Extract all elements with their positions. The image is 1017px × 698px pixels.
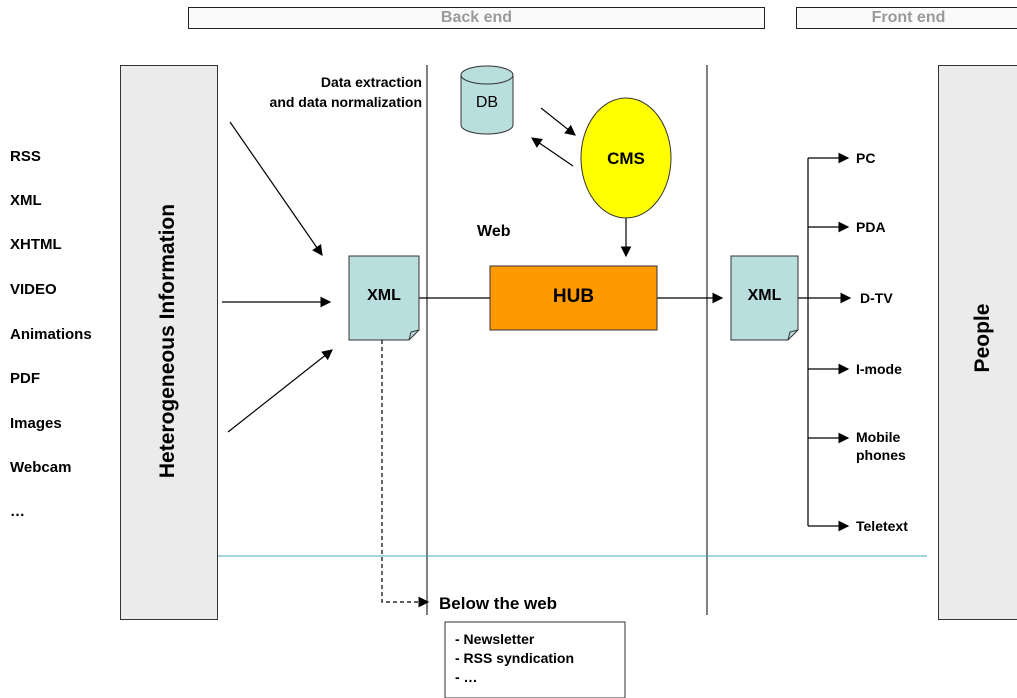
output-pc: PC — [856, 150, 876, 166]
below-web-list: - Newsletter - RSS syndication - … — [455, 630, 574, 687]
arrow-below-web — [381, 340, 430, 608]
arrow-cms-to-db — [531, 137, 574, 167]
xml-doc-right — [730, 255, 799, 341]
output-pda: PDA — [856, 219, 886, 235]
xml-label-left: XML — [367, 287, 401, 304]
front-end-label: Front end — [871, 9, 946, 26]
below-web-item-newsletter: - Newsletter — [455, 631, 535, 647]
back-end-label: Back end — [440, 9, 513, 26]
hub-label: HUB — [552, 286, 595, 307]
output-imode: I-mode — [856, 361, 902, 377]
db-cylinder — [460, 65, 514, 135]
output-teletext: Teletext — [856, 518, 908, 534]
source-webcam: Webcam — [10, 459, 72, 476]
below-web-item-rss: - RSS syndication — [455, 650, 575, 666]
back-end-header: Back end — [188, 7, 765, 29]
arrow-input-lower — [227, 349, 333, 433]
xml-doc-left — [348, 255, 420, 341]
below-web-box — [444, 621, 626, 698]
source-more: … — [10, 503, 25, 520]
source-pdf: PDF — [10, 370, 40, 387]
hub-box — [489, 265, 658, 331]
source-xml: XML — [10, 192, 42, 209]
cms-label: CMS — [607, 149, 645, 168]
source-xhtml: XHTML — [10, 236, 62, 253]
below-web-label: Below the web — [439, 594, 558, 613]
source-rss: RSS — [10, 148, 41, 165]
db-label: DB — [475, 94, 499, 111]
source-images: Images — [10, 415, 62, 432]
extraction-label-line-1: Data extraction — [320, 74, 422, 90]
extraction-label: Data extraction and data normalization — [222, 72, 422, 112]
source-video: VIDEO — [10, 281, 57, 298]
xml-label-right: XML — [747, 287, 782, 304]
extraction-label-line-2: and data normalization — [269, 94, 422, 110]
below-web-item-more: - … — [455, 669, 478, 685]
output-mobile: Mobile phones — [856, 429, 906, 463]
heterogeneous-information-panel — [120, 65, 218, 620]
output-dtv: D-TV — [860, 290, 893, 306]
cms-ellipse — [580, 97, 672, 219]
arrow-extraction — [229, 121, 323, 256]
front-end-header: Front end — [796, 7, 1017, 29]
source-animations: Animations — [10, 326, 92, 343]
arrow-db-to-cms — [540, 107, 576, 136]
web-label: Web — [477, 223, 511, 240]
people-panel — [938, 65, 1017, 620]
